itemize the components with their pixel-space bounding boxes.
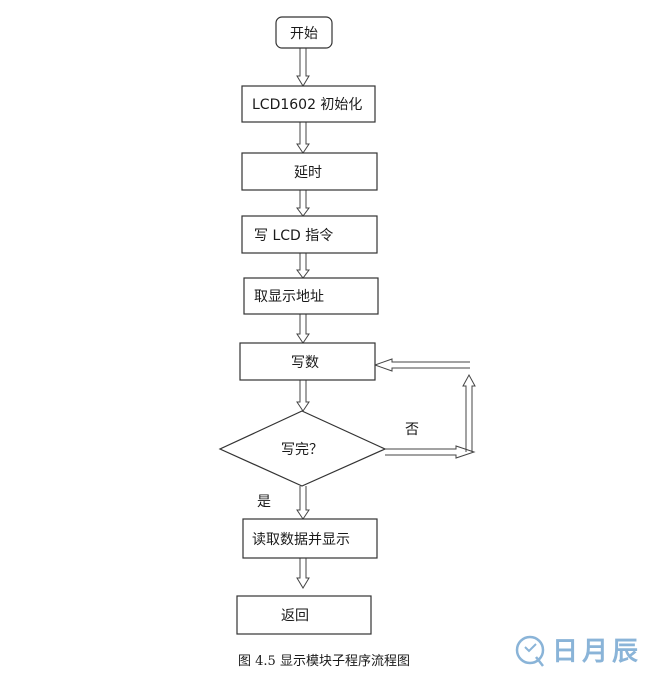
arrow-cmd-to-addr <box>296 253 310 279</box>
step-show-label: 读取数据并显示 <box>252 531 350 548</box>
arrow-init-to-delay <box>296 122 310 154</box>
step-return-box <box>236 595 372 635</box>
arrow-addr-to-write <box>296 314 310 344</box>
step-write-box <box>239 342 376 381</box>
watermark-text: 日月辰 <box>552 637 642 667</box>
step-addr-label: 取显示地址 <box>254 289 324 305</box>
decision-label: 写完？ <box>281 442 323 458</box>
step-init-label: LCD1602 初始化 <box>252 96 362 113</box>
figure-caption: 图 4.5 显示模块子程序流程图 <box>238 654 410 669</box>
step-cmd-box <box>241 215 378 254</box>
watermark-logo: 日月辰 <box>515 635 642 667</box>
step-cmd-label: 写 LCD 指令 <box>254 228 333 244</box>
step-delay-box <box>241 152 378 191</box>
step-write-label: 写数 <box>291 355 319 371</box>
arrow-show-to-return <box>296 558 310 589</box>
no-label: 否 <box>405 422 419 438</box>
step-delay-label: 延时 <box>294 165 322 181</box>
start-label: 开始 <box>290 26 318 42</box>
step-init-box <box>241 85 376 123</box>
arrow-no-back-left <box>373 358 470 372</box>
arrow-decision-yes <box>296 486 310 520</box>
q-logo-icon <box>515 635 545 667</box>
arrow-no-up <box>462 373 476 452</box>
arrow-write-to-decision <box>296 380 310 412</box>
step-addr-box <box>243 277 379 315</box>
arrow-start-to-init <box>296 48 310 87</box>
arrow-decision-no-right <box>385 445 476 459</box>
step-show-box <box>242 518 378 559</box>
start-terminal <box>275 16 333 49</box>
decision-diamond <box>218 410 387 487</box>
step-return-label: 返回 <box>281 608 309 624</box>
arrow-delay-to-cmd <box>296 190 310 217</box>
yes-label: 是 <box>257 494 271 510</box>
